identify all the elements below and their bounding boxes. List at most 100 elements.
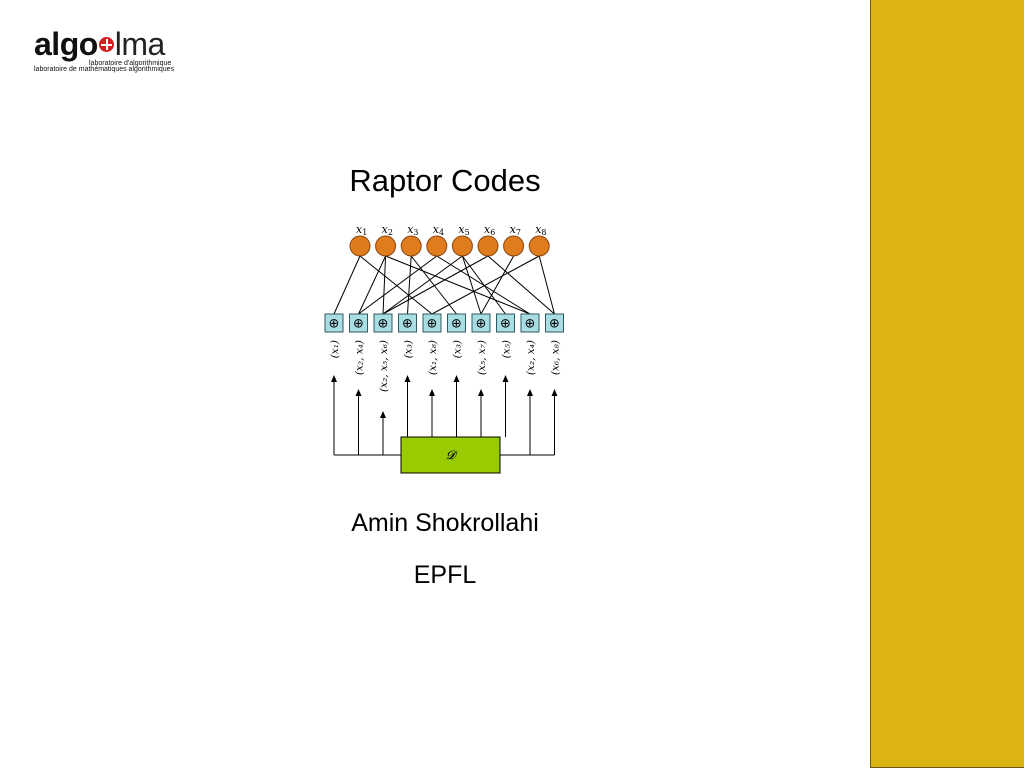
- input-node-circle: [503, 235, 525, 257]
- xor-symbol: ⊕: [402, 317, 413, 332]
- output-node: ⊕ (x₅): [496, 313, 515, 358]
- input-node-label: x2: [382, 223, 393, 237]
- graph-edges: [333, 255, 555, 315]
- output-nodes: ⊕ (x₁) ⊕ (x₂, x₄) ⊕ (x₂, x₅, x₆) ⊕ (x₃) ⊕ (x₁, x₈…: [324, 313, 564, 392]
- output-node-label: (x₂, x₅, x₆): [378, 340, 390, 392]
- input-node-label: x3: [407, 223, 418, 237]
- graph-edge: [358, 255, 438, 315]
- logo-subtitle-line2: laboratoire de mathématiques algorithmiq…: [34, 66, 175, 73]
- output-node-label: (x₁, x₈): [427, 340, 439, 375]
- input-nodes: x1 x2 x3 x4 x5 x6 x7 x8: [349, 223, 550, 257]
- logo-subtitle-line1: laboratoire d'algorithmique: [89, 60, 172, 67]
- xor-symbol: ⊕: [427, 317, 438, 332]
- input-node-label: x7: [510, 223, 521, 237]
- sidebar-panel: [870, 0, 1024, 768]
- xor-symbol: ⊕: [329, 317, 340, 332]
- decoder-label: 𝓓: [446, 448, 458, 462]
- xor-symbol: ⊕: [500, 317, 511, 332]
- input-node-label: x1: [356, 223, 367, 237]
- output-node-box: [545, 313, 564, 333]
- graph-edge: [385, 255, 531, 315]
- input-node-circle: [528, 235, 550, 257]
- input-node: x6: [477, 223, 499, 257]
- output-node-label: (x₅, x₇): [476, 340, 488, 375]
- logo-plus-circle-icon: [98, 37, 114, 53]
- decoder-arrow: [380, 411, 386, 455]
- graph-edge: [436, 255, 531, 315]
- output-node-label: (x₂, x₄): [354, 340, 366, 375]
- input-node-circle: [477, 235, 499, 257]
- xor-symbol: ⊕: [353, 317, 364, 332]
- output-node-box: [447, 313, 466, 333]
- graph-edge: [359, 255, 433, 315]
- input-node-label: x8: [535, 223, 546, 237]
- output-node: ⊕ (x₃): [398, 313, 417, 358]
- decoder-box: 𝓓: [400, 436, 501, 474]
- input-node-circle: [375, 235, 397, 257]
- output-node: ⊕ (x₂, x₄): [349, 313, 368, 375]
- graph-edge: [431, 255, 540, 315]
- output-node-box: [349, 313, 368, 333]
- logo-word-tail: lma: [114, 26, 166, 62]
- output-node-box: [422, 313, 442, 333]
- xor-symbol: ⊕: [476, 317, 487, 332]
- output-node-box: [398, 313, 417, 333]
- author-name: Amin Shokrollahi: [351, 509, 539, 537]
- graph-edge: [382, 255, 387, 315]
- decoder-arrow: [527, 389, 533, 455]
- input-node: x7: [503, 223, 525, 257]
- raptor-code-diagram: x1 x2 x3 x4 x5 x6 x7 x8 ⊕ (x₁) ⊕ (x₂, x₄) ⊕ (x₂, x₅,…: [324, 223, 564, 474]
- output-node-label: (x₃): [452, 340, 464, 358]
- output-node-label: (x₅): [501, 340, 513, 358]
- output-node-box: [373, 313, 393, 333]
- output-node-box: [520, 313, 540, 333]
- input-node-label: x6: [484, 223, 495, 237]
- input-node-circle: [400, 235, 422, 257]
- xor-symbol: ⊕: [549, 317, 560, 332]
- decoder-arrow: [551, 389, 558, 455]
- output-node-label: (x₃): [403, 340, 415, 358]
- output-node: ⊕ (x₂, x₄): [520, 313, 540, 375]
- xor-symbol: ⊕: [378, 317, 389, 332]
- input-node: x4: [426, 223, 448, 257]
- input-node-circle: [451, 235, 473, 257]
- graph-edge: [382, 255, 489, 315]
- output-node-label: (x₁): [329, 340, 341, 358]
- input-node-circle: [426, 235, 448, 257]
- decoder-arrow: [502, 375, 509, 437]
- logo-word-main: algo: [34, 26, 98, 62]
- graph-edge: [480, 255, 515, 315]
- graph-edge: [333, 255, 361, 315]
- input-node-label: x5: [458, 223, 469, 237]
- input-node-label: x4: [433, 223, 444, 237]
- output-node: ⊕ (x₂, x₅, x₆): [373, 313, 393, 392]
- slide-title: Raptor Codes: [349, 163, 541, 198]
- output-node-label: (x₂, x₄): [525, 340, 537, 375]
- graph-edge: [538, 255, 555, 315]
- input-node: x1: [349, 223, 371, 257]
- output-node-box: [496, 313, 515, 333]
- input-node: x5: [451, 223, 473, 257]
- decoder-arrow: [404, 375, 411, 437]
- graph-edge: [487, 255, 555, 315]
- graph-edge: [358, 255, 387, 315]
- graph-edge: [382, 255, 463, 315]
- output-node: ⊕ (x₆, x₈): [545, 313, 564, 375]
- graph-edge: [461, 255, 482, 315]
- xor-symbol: ⊕: [525, 317, 536, 332]
- decoder-arrow: [355, 389, 362, 455]
- input-node: x2: [375, 223, 397, 257]
- graph-edge: [410, 255, 457, 315]
- output-node: ⊕ (x₁): [324, 313, 344, 358]
- input-node: x8: [528, 223, 550, 257]
- input-node: x3: [400, 223, 422, 257]
- xor-symbol: ⊕: [451, 317, 462, 332]
- output-node-box: [324, 313, 344, 333]
- output-node-box: [471, 313, 491, 333]
- output-node: ⊕ (x₃): [447, 313, 466, 358]
- output-node-label: (x₆, x₈): [550, 340, 562, 375]
- input-node-circle: [349, 235, 371, 257]
- output-node: ⊕ (x₅, x₇): [471, 313, 491, 375]
